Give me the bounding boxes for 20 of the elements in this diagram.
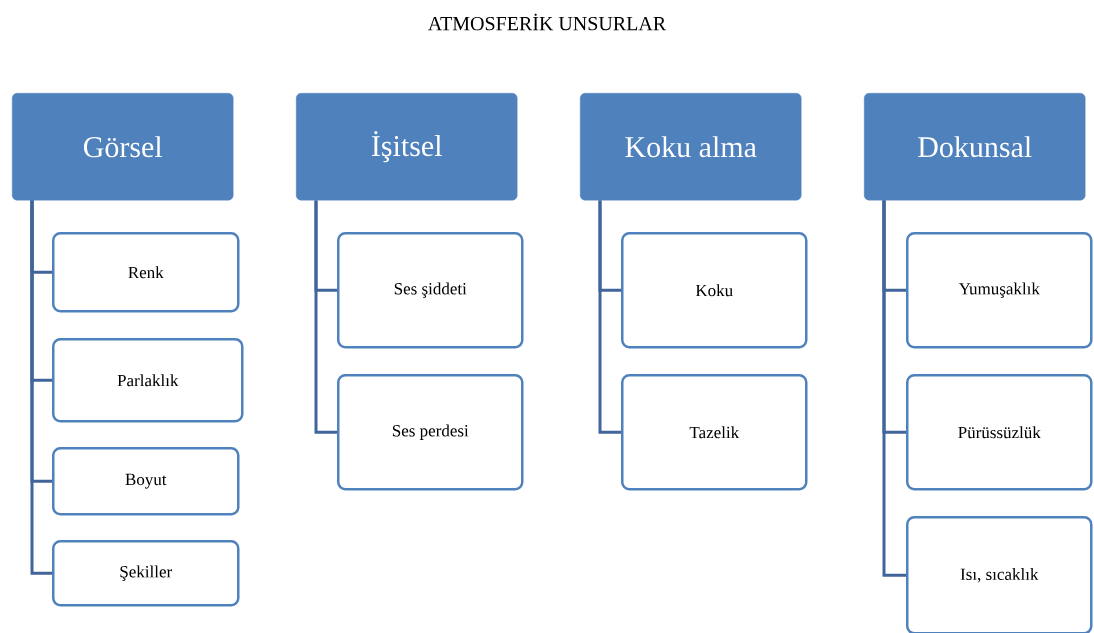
connector — [30, 200, 52, 575]
connector — [314, 200, 337, 434]
item-box: Ses şiddeti — [337, 232, 524, 349]
item-box: Pürüssüzlük — [906, 374, 1093, 491]
item-box: Ses perdesi — [337, 374, 524, 491]
item-box: Renk — [52, 232, 240, 313]
connector — [882, 200, 906, 577]
item-box: Yumuşaklık — [906, 232, 1093, 349]
category-box: Dokunsal — [864, 93, 1086, 201]
connector — [598, 200, 621, 434]
item-box: Tazelik — [621, 374, 808, 491]
item-box: Koku — [621, 232, 808, 349]
item-box: Isı, sıcaklık — [906, 516, 1093, 633]
category-box: Koku alma — [580, 93, 802, 201]
category-box: İşitsel — [296, 93, 518, 201]
category-box: Görsel — [12, 93, 234, 201]
item-box: Şekiller — [52, 540, 240, 607]
item-box: Boyut — [52, 447, 240, 516]
title: ATMOSFERİK UNSURLAR — [428, 13, 667, 31]
item-box: Parlaklık — [52, 338, 244, 423]
